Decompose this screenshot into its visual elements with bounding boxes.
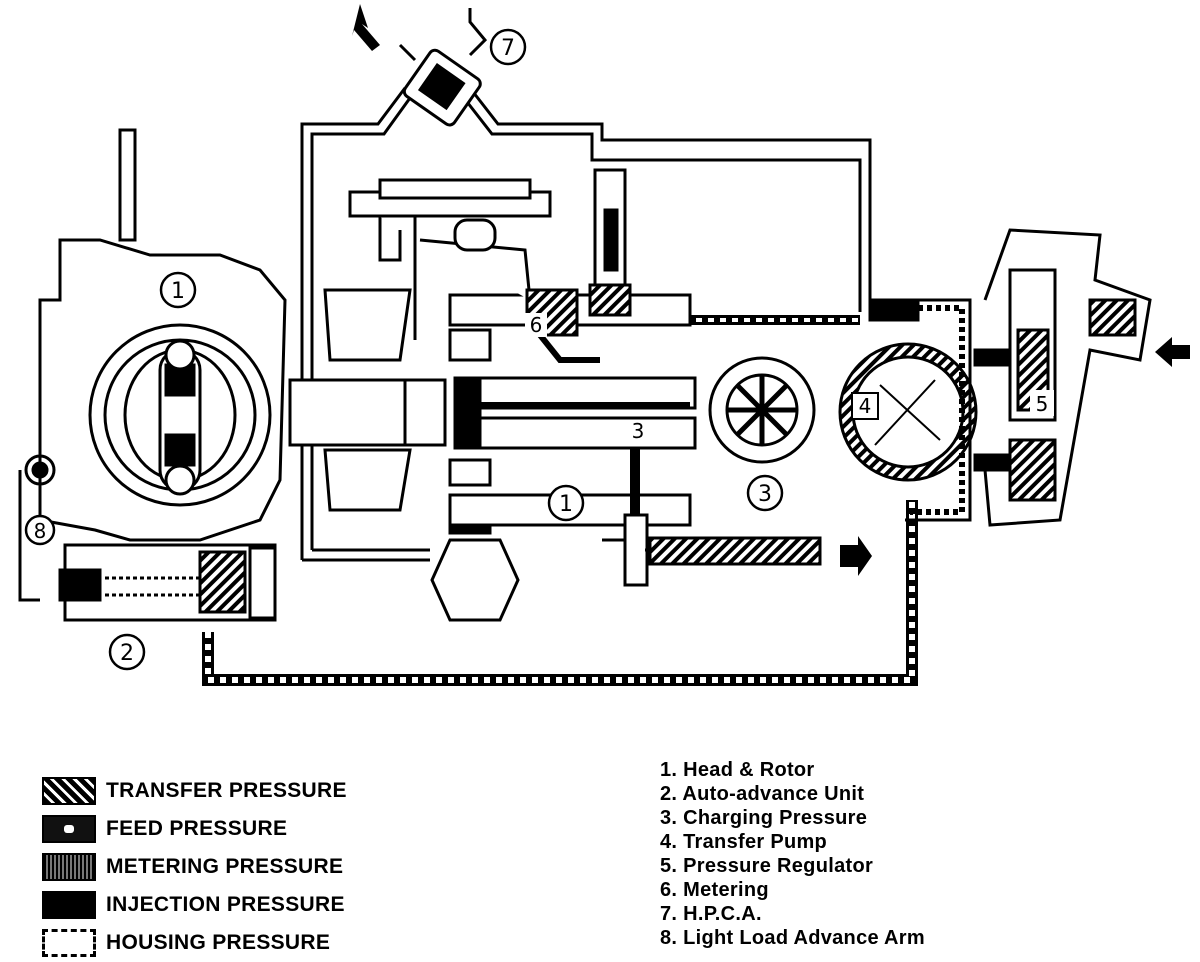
housing-swatch-icon (42, 929, 96, 957)
callout-3: 3 (746, 474, 784, 512)
vent-arrow (352, 4, 380, 51)
svg-text:1: 1 (559, 492, 573, 517)
inlet-arrow (1155, 337, 1190, 367)
parts-list: 1. Head & Rotor 2. Auto-advance Unit 3. … (660, 758, 1020, 950)
svg-text:7: 7 (501, 36, 515, 61)
metering-mechanism (348, 168, 632, 363)
fuel-pump-schematic: 1 1 2 3 3 4 5 6 7 8 (18, 4, 1190, 686)
injection-line (602, 448, 822, 587)
head-rotor-assembly (18, 128, 287, 602)
legend-item-feed: FEED PRESSURE (42, 810, 442, 848)
legend-item-housing: HOUSING PRESSURE (42, 924, 442, 962)
legend-item-transfer: TRANSFER PRESSURE (42, 772, 442, 810)
housing-pressure-circuit (300, 87, 872, 562)
auto-advance-unit (58, 543, 277, 622)
callout-5: 5 (1030, 390, 1054, 416)
part-item-auto-advance: 2. Auto-advance Unit (660, 783, 865, 805)
transfer-swatch-icon (42, 777, 96, 805)
part-item-charging-pressure: 3. Charging Pressure (660, 807, 868, 829)
svg-text:6: 6 (530, 313, 543, 337)
callout-4: 4 (851, 392, 879, 420)
outlet-arrow (840, 536, 872, 576)
part-item-pressure-regulator: 5. Pressure Regulator (660, 855, 874, 877)
hpca-unit (398, 8, 488, 127)
callout-2: 2 (108, 633, 146, 671)
callout-8: 8 (24, 514, 56, 546)
callout-7: 7 (489, 28, 527, 66)
svg-text:1: 1 (171, 279, 185, 304)
legend-item-metering: METERING PRESSURE (42, 848, 442, 886)
transfer-pump (838, 298, 978, 522)
feed-swatch-icon (42, 815, 96, 843)
pressure-legend: TRANSFER PRESSURE FEED PRESSURE METERING… (42, 772, 442, 962)
legend-label: FEED PRESSURE (106, 817, 288, 840)
svg-text:8: 8 (34, 519, 47, 543)
part-item-metering: 6. Metering (660, 879, 769, 901)
svg-text:3: 3 (758, 482, 772, 507)
callout-1-top: 1 (159, 271, 197, 309)
svg-text:5: 5 (1036, 392, 1049, 416)
legend-item-injection: INJECTION PRESSURE (42, 886, 442, 924)
callout-1-mid: 1 (547, 484, 585, 522)
charging-label-3: 3 (632, 419, 645, 443)
metering-swatch-icon (42, 853, 96, 881)
part-item-transfer-pump: 4. Transfer Pump (660, 831, 828, 853)
callout-6: 6 (525, 313, 547, 337)
pump-body (288, 288, 697, 622)
legend-label: METERING PRESSURE (106, 855, 344, 878)
pressure-regulator (973, 228, 1152, 527)
part-item-head-rotor: 1. Head & Rotor (660, 759, 815, 781)
svg-text:4: 4 (859, 394, 872, 418)
legend-label: TRANSFER PRESSURE (106, 779, 347, 802)
legend-label: HOUSING PRESSURE (106, 931, 331, 954)
transfer-pressure-line (202, 315, 918, 686)
part-item-light-load-arm: 8. Light Load Advance Arm (660, 927, 925, 949)
part-item-hpca: 7. H.P.C.A. (660, 903, 762, 925)
injection-swatch-icon (42, 891, 96, 919)
legend-label: INJECTION PRESSURE (106, 893, 345, 916)
charging-pressure-wheel (708, 356, 816, 464)
svg-text:2: 2 (120, 641, 134, 666)
